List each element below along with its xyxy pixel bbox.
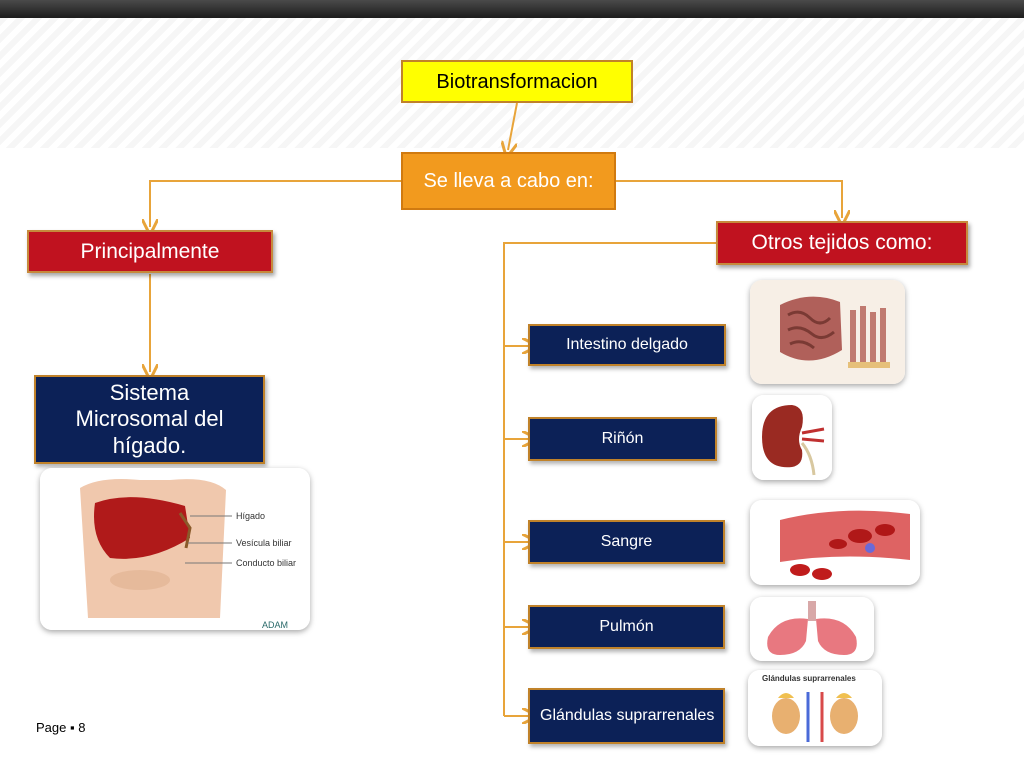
- liver-image: Hígado Vesícula biliar Conducto biliar A…: [40, 468, 310, 630]
- adam-logo: ADAM: [262, 620, 288, 630]
- title-box: Biotransformacion: [401, 60, 633, 103]
- connector-to-otros: [616, 180, 842, 218]
- item-glandulas-suprarrenales: Glándulas suprarrenales: [528, 688, 725, 744]
- adrenal-image: Glándulas suprarrenales: [748, 670, 882, 746]
- lung-image: [750, 597, 874, 661]
- item-intestino-delgado: Intestino delgado: [528, 324, 726, 366]
- top-bar: [0, 0, 1024, 18]
- item-rinon: Riñón: [528, 417, 717, 461]
- branch-otros-tejidos: Otros tejidos como:: [716, 221, 968, 265]
- subtitle-box: Se lleva a cabo en:: [401, 152, 616, 210]
- sistema-microsomal-box: Sistema Microsomal del hígado.: [34, 375, 265, 464]
- kidney-image: [752, 395, 832, 480]
- liver-label-vesicula: Vesícula biliar: [236, 538, 292, 548]
- connector-to-principalmente: [150, 180, 401, 227]
- intestine-image: [750, 280, 905, 384]
- page-footer: Page ▪ 8: [36, 720, 86, 735]
- branch-principalmente: Principalmente: [27, 230, 273, 273]
- liver-label-conducto: Conducto biliar: [236, 558, 296, 568]
- connector-otros-trunk: [503, 242, 716, 716]
- item-sangre: Sangre: [528, 520, 725, 564]
- blood-image: [750, 500, 920, 585]
- connector-title-subtitle: [508, 102, 518, 150]
- liver-label-higado: Hígado: [236, 511, 265, 521]
- item-pulmon: Pulmón: [528, 605, 725, 649]
- adrenal-image-title: Glándulas suprarrenales: [762, 674, 856, 683]
